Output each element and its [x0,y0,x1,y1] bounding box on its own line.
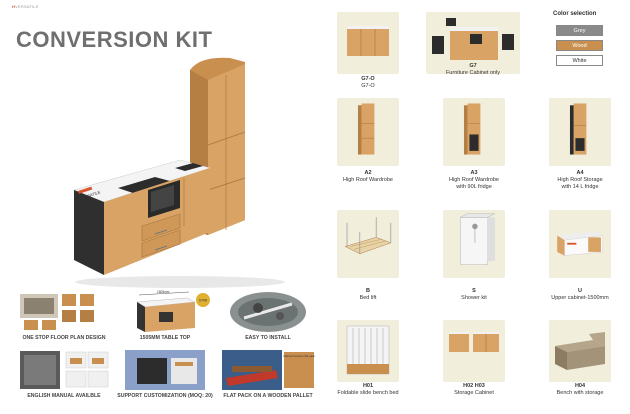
product-card-a4[interactable] [549,98,611,166]
flat-pack-image: Cabinet furniture flat pack [222,350,316,390]
color-option-grey[interactable]: Grey [556,25,603,36]
product-card-s[interactable] [443,210,505,278]
feature-english-manual: ENGLISH MANUAL AVAILBLE [14,348,114,406]
product-label-h02-h03: H02 H03 Storage Cabinet [454,383,494,396]
feature-label: EASY TO INSTALL [245,335,291,341]
g7-o-image [347,26,389,56]
product-card-h01[interactable] [337,320,399,382]
product-card-h02-h03[interactable] [443,320,505,382]
shower-kit-image [460,213,496,265]
feature-table-top: 1505mm STAR 1505MM TABLE TOP [115,290,215,348]
product-card-b[interactable] [337,210,399,278]
feature-label: SUPPORT CUSTOMIZATION (MOQ: 20) [117,393,213,399]
product-label-g7-o: G7-O G7-O [361,76,375,89]
customization-image [125,350,205,390]
product-label-h01: H01 Foldable slide bench bed [337,383,399,396]
flat-pack-note: Cabinet furniture flat pack [283,354,315,358]
product-label-a3: A3 High Roof Wardrobe with 90L fridge [449,170,499,190]
upper-cabinet-image [557,231,604,256]
product-label-u: U Upper cabinet-1500mm [551,288,609,301]
bench-bed-image [346,325,390,375]
bed-lift-image [344,217,392,255]
a4-image [569,103,587,155]
a2-image [357,103,375,155]
star-badge: STAR [199,299,208,303]
feature-label: ONE STOP FLOOR PLAN DESIGN [22,335,106,341]
floor-plan-image [20,294,94,330]
table-top-image: 1505mm STAR [136,290,210,332]
a3-image [463,103,481,155]
product-card-a2[interactable] [337,98,399,166]
bench-storage-image [555,332,605,370]
hero-brand-text: VERSATILE [79,189,102,201]
feature-label: ENGLISH MANUAL AVAILBLE [27,393,101,399]
product-card-g7-o[interactable] [337,12,399,74]
product-label-h04: H04 Bench with storage [556,383,604,396]
product-label-a2: A2 High Roof Wardrobe [343,170,393,183]
product-label-b: B Bed lift [359,288,377,301]
install-image [230,292,306,332]
feature-floor-plan: ONE STOP FLOOR PLAN DESIGN [14,290,114,348]
feature-label: FLAT PACK ON A WOODEN PALLET [223,393,313,399]
product-label-g7: G7 Furniture Cabinet only [445,63,501,76]
feature-easy-install: EASY TO INSTALL [218,290,318,348]
feature-label: 1505MM TABLE TOP [139,335,191,341]
feature-customization: SUPPORT CUSTOMIZATION (MOQ: 20) [115,348,215,406]
color-selection-title: Color selection [553,11,597,17]
product-label-s: S Shower kit [461,288,487,301]
product-card-u[interactable] [549,210,611,278]
g7-image [432,18,514,60]
product-card-a3[interactable] [443,98,505,166]
product-label-a4: A4 High Roof Storage with 14 L fridge [557,170,603,190]
hero-cabinet-image: VERSATILE [60,50,310,290]
product-card-g7[interactable] [426,12,520,74]
color-option-wood[interactable]: Wood [556,40,603,51]
product-card-h04[interactable] [549,320,611,382]
manual-image [20,351,109,389]
feature-flat-pack: Cabinet furniture flat pack FLAT PACK ON… [218,348,318,406]
brand-logo: HVERSATILE [12,4,39,9]
table-dimension: 1505mm [157,290,170,294]
color-option-white[interactable]: White [556,55,603,66]
page-title: CONVERSION KIT [16,27,213,52]
storage-cabinet-image [449,332,499,352]
